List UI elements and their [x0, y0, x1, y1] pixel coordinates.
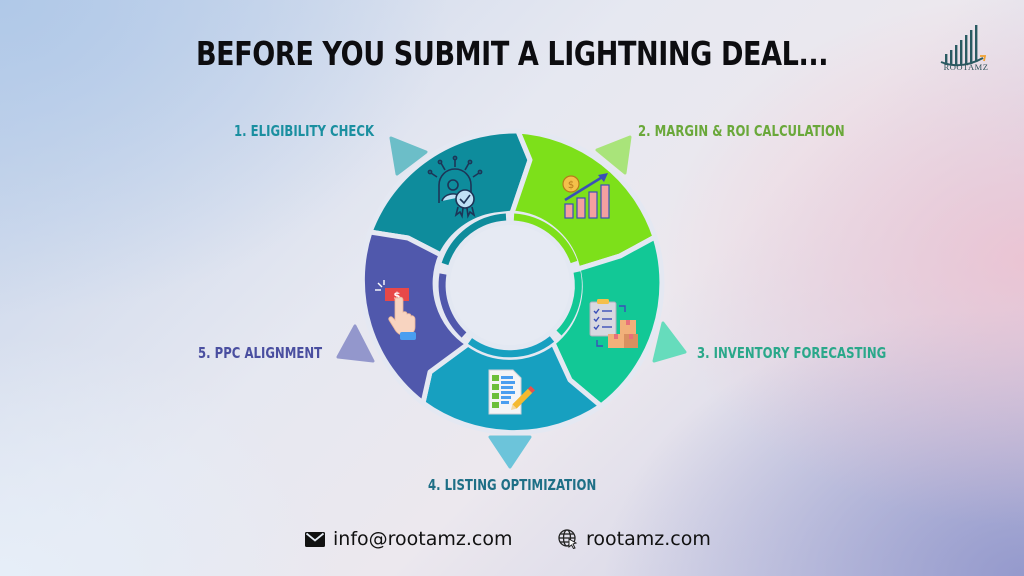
website-link[interactable]: rootamz.com [586, 528, 711, 550]
badge-verified-user-icon [427, 155, 483, 219]
step-1-arrow-icon [389, 136, 428, 176]
svg-text:$: $ [568, 180, 574, 191]
step-2-label: 2. MARGIN & ROI CALCULATION [638, 122, 845, 140]
step-4-label: 4. LISTING OPTIMIZATION [428, 476, 597, 494]
checklist-pencil-icon [488, 369, 536, 415]
email-contact[interactable]: info@rootamz.com [305, 528, 512, 550]
step-2-arrow-icon [595, 135, 632, 175]
svg-text:$: $ [394, 291, 401, 302]
clipboard-boxes-icon [589, 299, 638, 348]
step-3-arrow-icon [652, 321, 687, 363]
click-dollar-icon: $ [375, 280, 416, 340]
rising-bars-logo-icon [940, 25, 987, 67]
step-1-segment [367, 128, 533, 258]
step-5-arrow-icon [336, 324, 375, 363]
logo-text: ROOTAMZ [943, 62, 989, 72]
envelope-icon [305, 531, 325, 547]
page-title: BEFORE YOU SUBMIT A LIGHTNING DEAL... [195, 34, 829, 73]
growth-chart-dollar-icon: $ [562, 173, 610, 219]
step-1-label: 1. ELIGIBILITY CHECK [234, 122, 375, 140]
step-5-label: 5. PPC ALIGNMENT [198, 344, 323, 362]
email-link[interactable]: info@rootamz.com [333, 528, 513, 550]
step-5-segment [359, 229, 471, 406]
step-3-label: 3. INVENTORY FORECASTING [697, 344, 887, 362]
step-4-arrow-icon [488, 435, 532, 469]
footer: info@rootamz.com rootamz.com [0, 528, 1024, 558]
website-contact[interactable]: rootamz.com [558, 528, 711, 550]
globe-cursor-icon [558, 529, 578, 549]
